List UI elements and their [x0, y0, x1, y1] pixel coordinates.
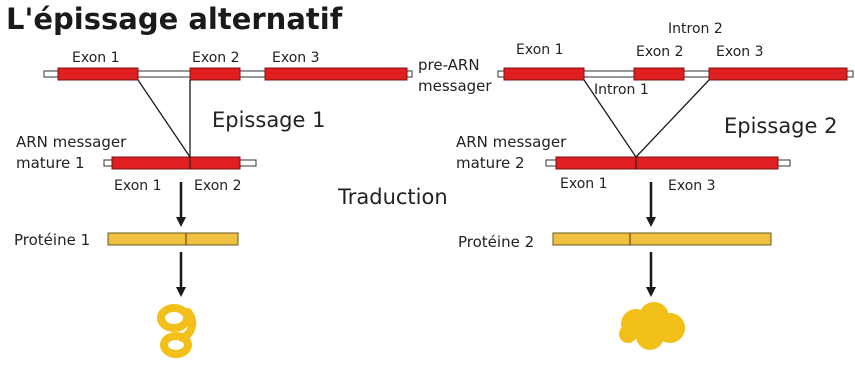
mature1-exons: [111, 156, 241, 170]
protein-1-shape: [157, 304, 197, 358]
label-intron1: Intron 1: [594, 82, 649, 98]
diagram-title: L'épissage alternatif: [6, 2, 343, 36]
label-arn-mature2-line2: mature 2: [456, 154, 525, 172]
label-arn-mature1-line2: mature 1: [16, 154, 85, 172]
label-mature1-exon1: Exon 1: [114, 178, 162, 194]
label-proteine-1: Protéine 1: [14, 231, 91, 249]
label-exon2-left: Exon 2: [192, 50, 240, 66]
label-arn-mature1-line1: ARN messager: [16, 133, 127, 151]
mature-mrna-1: [103, 156, 257, 170]
exon-2-right: [633, 67, 685, 81]
mature2-exons: [555, 156, 779, 170]
splice-line-left-a: [137, 79, 191, 158]
label-exon1-left: Exon 1: [72, 50, 120, 66]
label-traduction: Traduction: [338, 185, 448, 209]
protein-2-bar: [552, 232, 772, 246]
label-exon1-right: Exon 1: [516, 42, 564, 58]
exon-3-left: [264, 67, 408, 81]
label-epissage-1: Epissage 1: [212, 108, 326, 132]
exon-1-left: [57, 67, 139, 81]
splice-line-right-a: [583, 79, 637, 158]
label-intron2: Intron 2: [668, 21, 723, 37]
exon-1-right: [503, 67, 585, 81]
label-arn-mature2-line1: ARN messager: [456, 133, 567, 151]
exon-2-left: [189, 67, 241, 81]
label-mature2-exon1: Exon 1: [560, 176, 608, 192]
label-proteine-2: Protéine 2: [458, 233, 535, 251]
splice-line-right-b: [635, 79, 710, 158]
label-pre-arn-line1: pre-ARN: [418, 56, 480, 74]
pre-mrna-right: [497, 67, 854, 81]
protein-2-shape: [619, 302, 685, 350]
label-exon2-right: Exon 2: [636, 44, 684, 60]
label-exon3-left: Exon 3: [272, 50, 320, 66]
protein-1-bar: [107, 232, 239, 246]
label-mature1-exon2: Exon 2: [194, 178, 242, 194]
label-pre-arn-line2: messager: [418, 77, 492, 95]
mature-mrna-2: [545, 156, 791, 170]
label-exon3-right: Exon 3: [716, 44, 764, 60]
label-mature2-exon3: Exon 3: [668, 178, 716, 194]
label-epissage-2: Epissage 2: [724, 114, 838, 138]
exon-3-right: [708, 67, 848, 81]
pre-mrna-left: [43, 67, 413, 81]
